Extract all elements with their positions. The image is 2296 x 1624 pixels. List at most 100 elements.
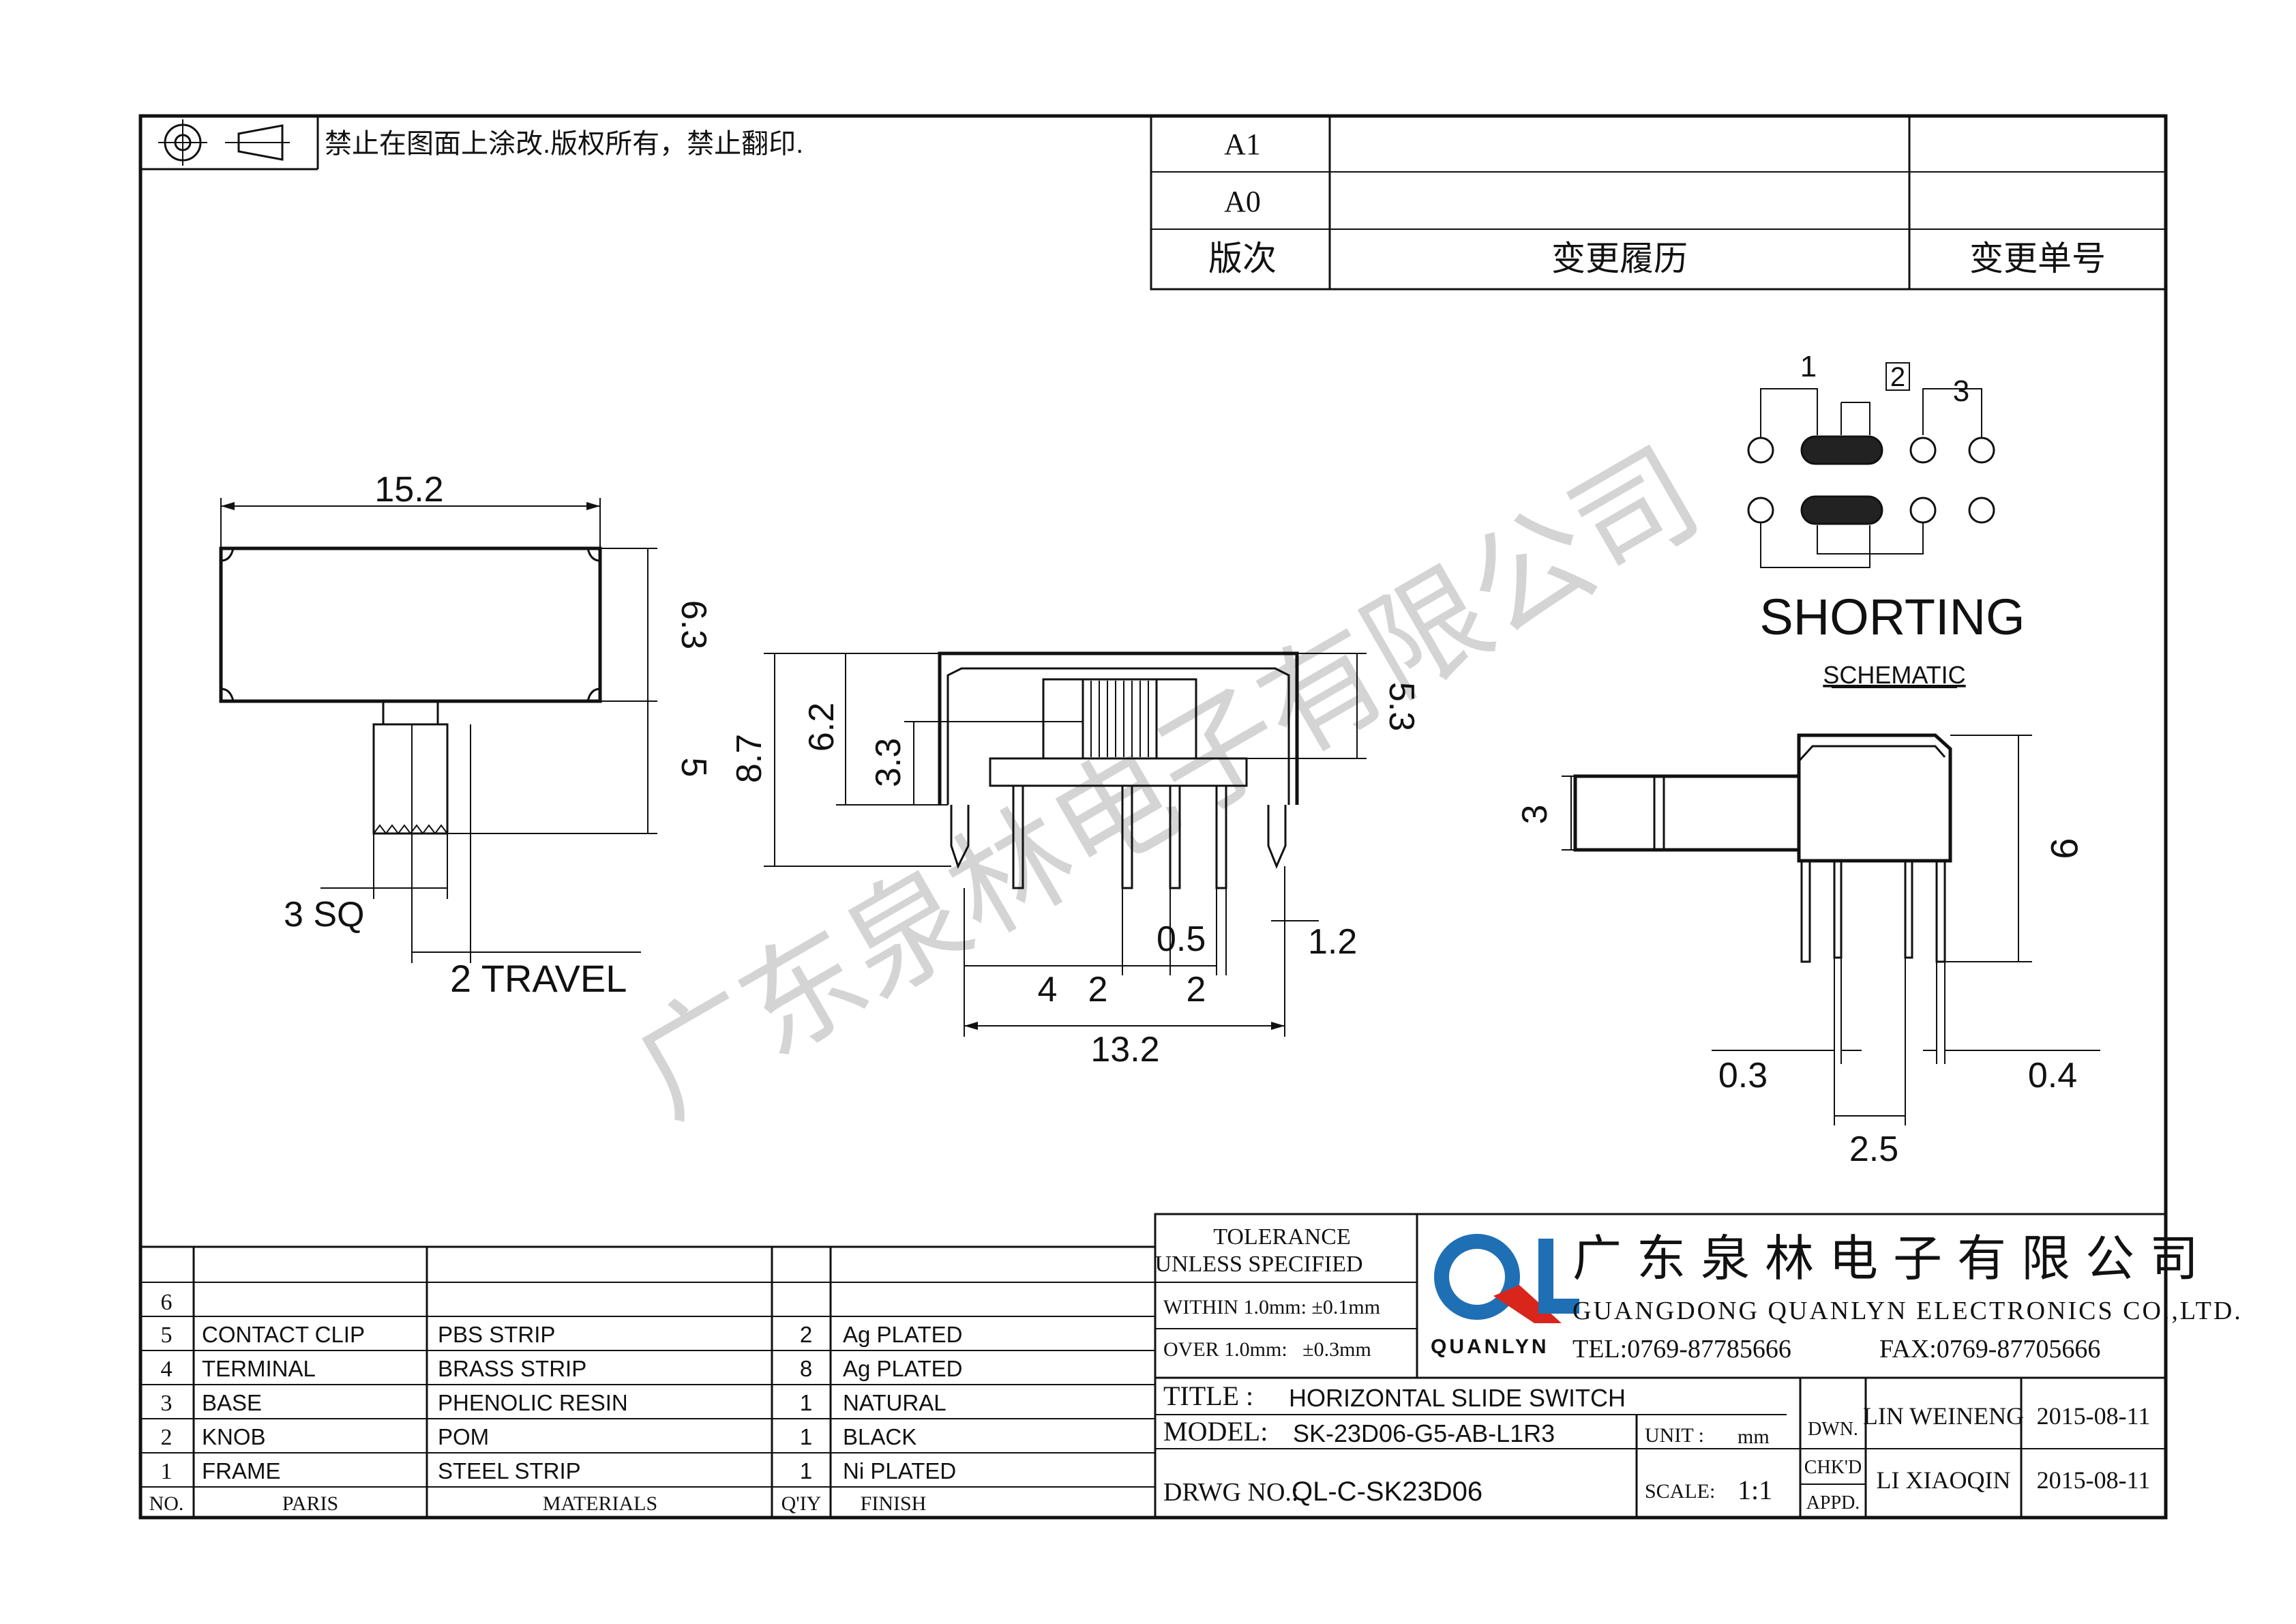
bom-finish-4: Ag PLATED [843,1356,962,1381]
top-view-knob [372,723,449,835]
revision-header-history: 变更履历 [1551,239,1688,278]
bom-header-material: MATERIALS [543,1492,657,1515]
bom-finish-2: BLACK [843,1424,916,1449]
drawing-number-label: DRWG NO.: [1163,1478,1298,1507]
company-tel: TEL:0769-87785666 [1572,1335,1791,1363]
tolerance-over: OVER 1.0mm: ±0.3mm [1163,1338,1371,1361]
schematic-subtitle: SCHEMATIC [1823,661,1965,689]
company-watermark: 广东泉林电子有限公司 [614,425,1720,1141]
bom-header-qty: Q'IY [781,1492,822,1515]
bom-qty-4: 8 [800,1356,812,1381]
bom-qty-1: 1 [800,1458,812,1483]
bom-no-6: 6 [161,1290,173,1315]
schematic-pin-2: 2 [1890,362,1905,392]
bom-part-1: FRAME [202,1458,281,1483]
dim-knob-length: 5 [674,758,713,778]
bom-finish-1: Ni PLATED [843,1458,956,1483]
front-pins [1012,784,1227,889]
bom-no-5: 5 [161,1323,173,1348]
bom-no-3: 3 [161,1391,173,1416]
revision-header-number: 变更单号 [1969,239,2106,278]
shorting-bar-top [1800,435,1883,465]
bom-qty-2: 1 [800,1424,812,1449]
dim-overall-height: 8.7 [730,734,769,783]
unit-value: mm [1738,1426,1770,1448]
company-name-en: GUANGDONG QUANLYN ELECTRONICS CO.,LTD. [1572,1297,2243,1325]
dim-knob-square: 3 SQ [284,895,365,934]
bom-qty-5: 2 [800,1322,812,1347]
front-knob [1082,678,1158,760]
drawn-date: 2015-08-11 [2037,1402,2151,1430]
bom-no-2: 2 [161,1425,173,1450]
bom-material-3: PHENOLIC RESIN [438,1390,628,1415]
bom-table: 6 5 4 3 2 1 CONTACT CLIP TERMINAL BASE K… [140,1214,1157,1518]
tolerance-subtitle: UNLESS SPECIFIED [1154,1252,1362,1277]
dim-body-height: 6.2 [802,703,841,752]
quanlyn-logo: QUANLYN [1431,1234,1579,1358]
bom-part-2: KNOB [202,1424,266,1449]
dim-side-height: 9 [2043,838,2086,859]
top-view: 15.2 6.3 5 3 SQ 2 TRAVEL [219,470,713,1000]
bom-finish-3: NATURAL [843,1390,946,1415]
bom-material-5: PBS STRIP [438,1322,555,1347]
top-view-body [219,546,602,703]
bom-part-3: BASE [202,1390,262,1415]
front-frame [938,651,1299,805]
title-label: TITLE : [1163,1381,1253,1411]
dim-pin-thickness: 0.3 [1718,1056,1768,1095]
drawn-label: DWN. [1808,1419,1858,1440]
schematic-title: SHORTING [1759,589,2025,645]
dim-side-knob: 3 [1515,805,1555,825]
title-block: TOLERANCE UNLESS SPECIFIED WITHIN 1.0mm:… [1154,1213,2243,1519]
model-value: SK-23D06-G5-AB-L1R3 [1293,1419,1555,1447]
bom-part-5: CONTACT CLIP [202,1322,365,1347]
bom-header-no: NO. [149,1492,184,1515]
side-view: 3 9 0.3 0.4 2.5 [1515,733,2100,1169]
shorting-schematic: 1 2 3 SHORTING SCHEMATIC [1747,350,2025,689]
checked-label: CHK'D [1804,1457,1862,1478]
dim-side-pitch: 2.5 [1849,1130,1898,1169]
dim-right-height: 5.3 [1382,682,1421,731]
drawing-number-value: QL-C-SK23D06 [1292,1477,1482,1507]
tolerance-within: WITHIN 1.0mm: ±0.1mm [1163,1296,1380,1318]
unit-label: UNIT : [1645,1424,1704,1447]
approved-label: APPD. [1806,1492,1860,1514]
top-view-knob-base [382,700,439,726]
checked-date: 2015-08-11 [2037,1466,2151,1494]
revision-a0: A0 [1224,185,1261,218]
revision-a1: A1 [1224,128,1261,161]
bom-material-1: STEEL STRIP [438,1458,581,1483]
front-view: 8.7 6.2 3.3 5.3 0.5 1.2 4 2 2 13.2 [730,651,1421,1069]
schematic-pin-1: 1 [1800,350,1817,383]
bom-part-4: TERMINAL [202,1356,316,1381]
title-value: HORIZONTAL SLIDE SWITCH [1289,1384,1626,1412]
dim-pitch-a: 4 [1038,970,1058,1009]
dim-pitch-b: 2 [1088,970,1108,1009]
dim-frame-pin: 1.2 [1308,922,1357,962]
drawn-by: LIN WEINENG [1863,1402,2024,1430]
bom-header-part: PARIS [282,1492,338,1515]
dim-pin-width-side: 0.4 [2028,1056,2077,1095]
company-fax: FAX:0769-87705666 [1879,1335,2100,1363]
shorting-bar-bottom [1800,495,1883,525]
revision-header-rev: 版次 [1208,239,1277,278]
bom-no-1: 1 [161,1459,173,1484]
dim-overall-width: 13.2 [1090,1030,1159,1069]
side-pins [1800,861,1946,963]
side-knob [1573,774,1801,852]
dim-top-height: 6.3 [674,600,713,649]
dim-pitch-c: 2 [1187,970,1206,1009]
schematic-pin-3: 3 [1953,374,1969,408]
model-label: MODEL: [1163,1416,1268,1447]
dim-travel: 2 TRAVEL [450,957,627,1000]
bom-qty-3: 1 [800,1390,812,1415]
header-notice-box: 禁止在图面上涂改.版权所有，禁止翻印. [140,116,803,171]
dim-pin-width: 0.5 [1157,919,1206,959]
bom-no-4: 4 [161,1357,173,1382]
bom-finish-5: Ag PLATED [843,1322,962,1347]
bom-material-4: BRASS STRIP [438,1356,586,1381]
checked-by: LI XIAOQIN [1877,1466,2011,1494]
bom-header-finish: FINISH [861,1492,927,1515]
tolerance-title: TOLERANCE [1213,1224,1350,1250]
